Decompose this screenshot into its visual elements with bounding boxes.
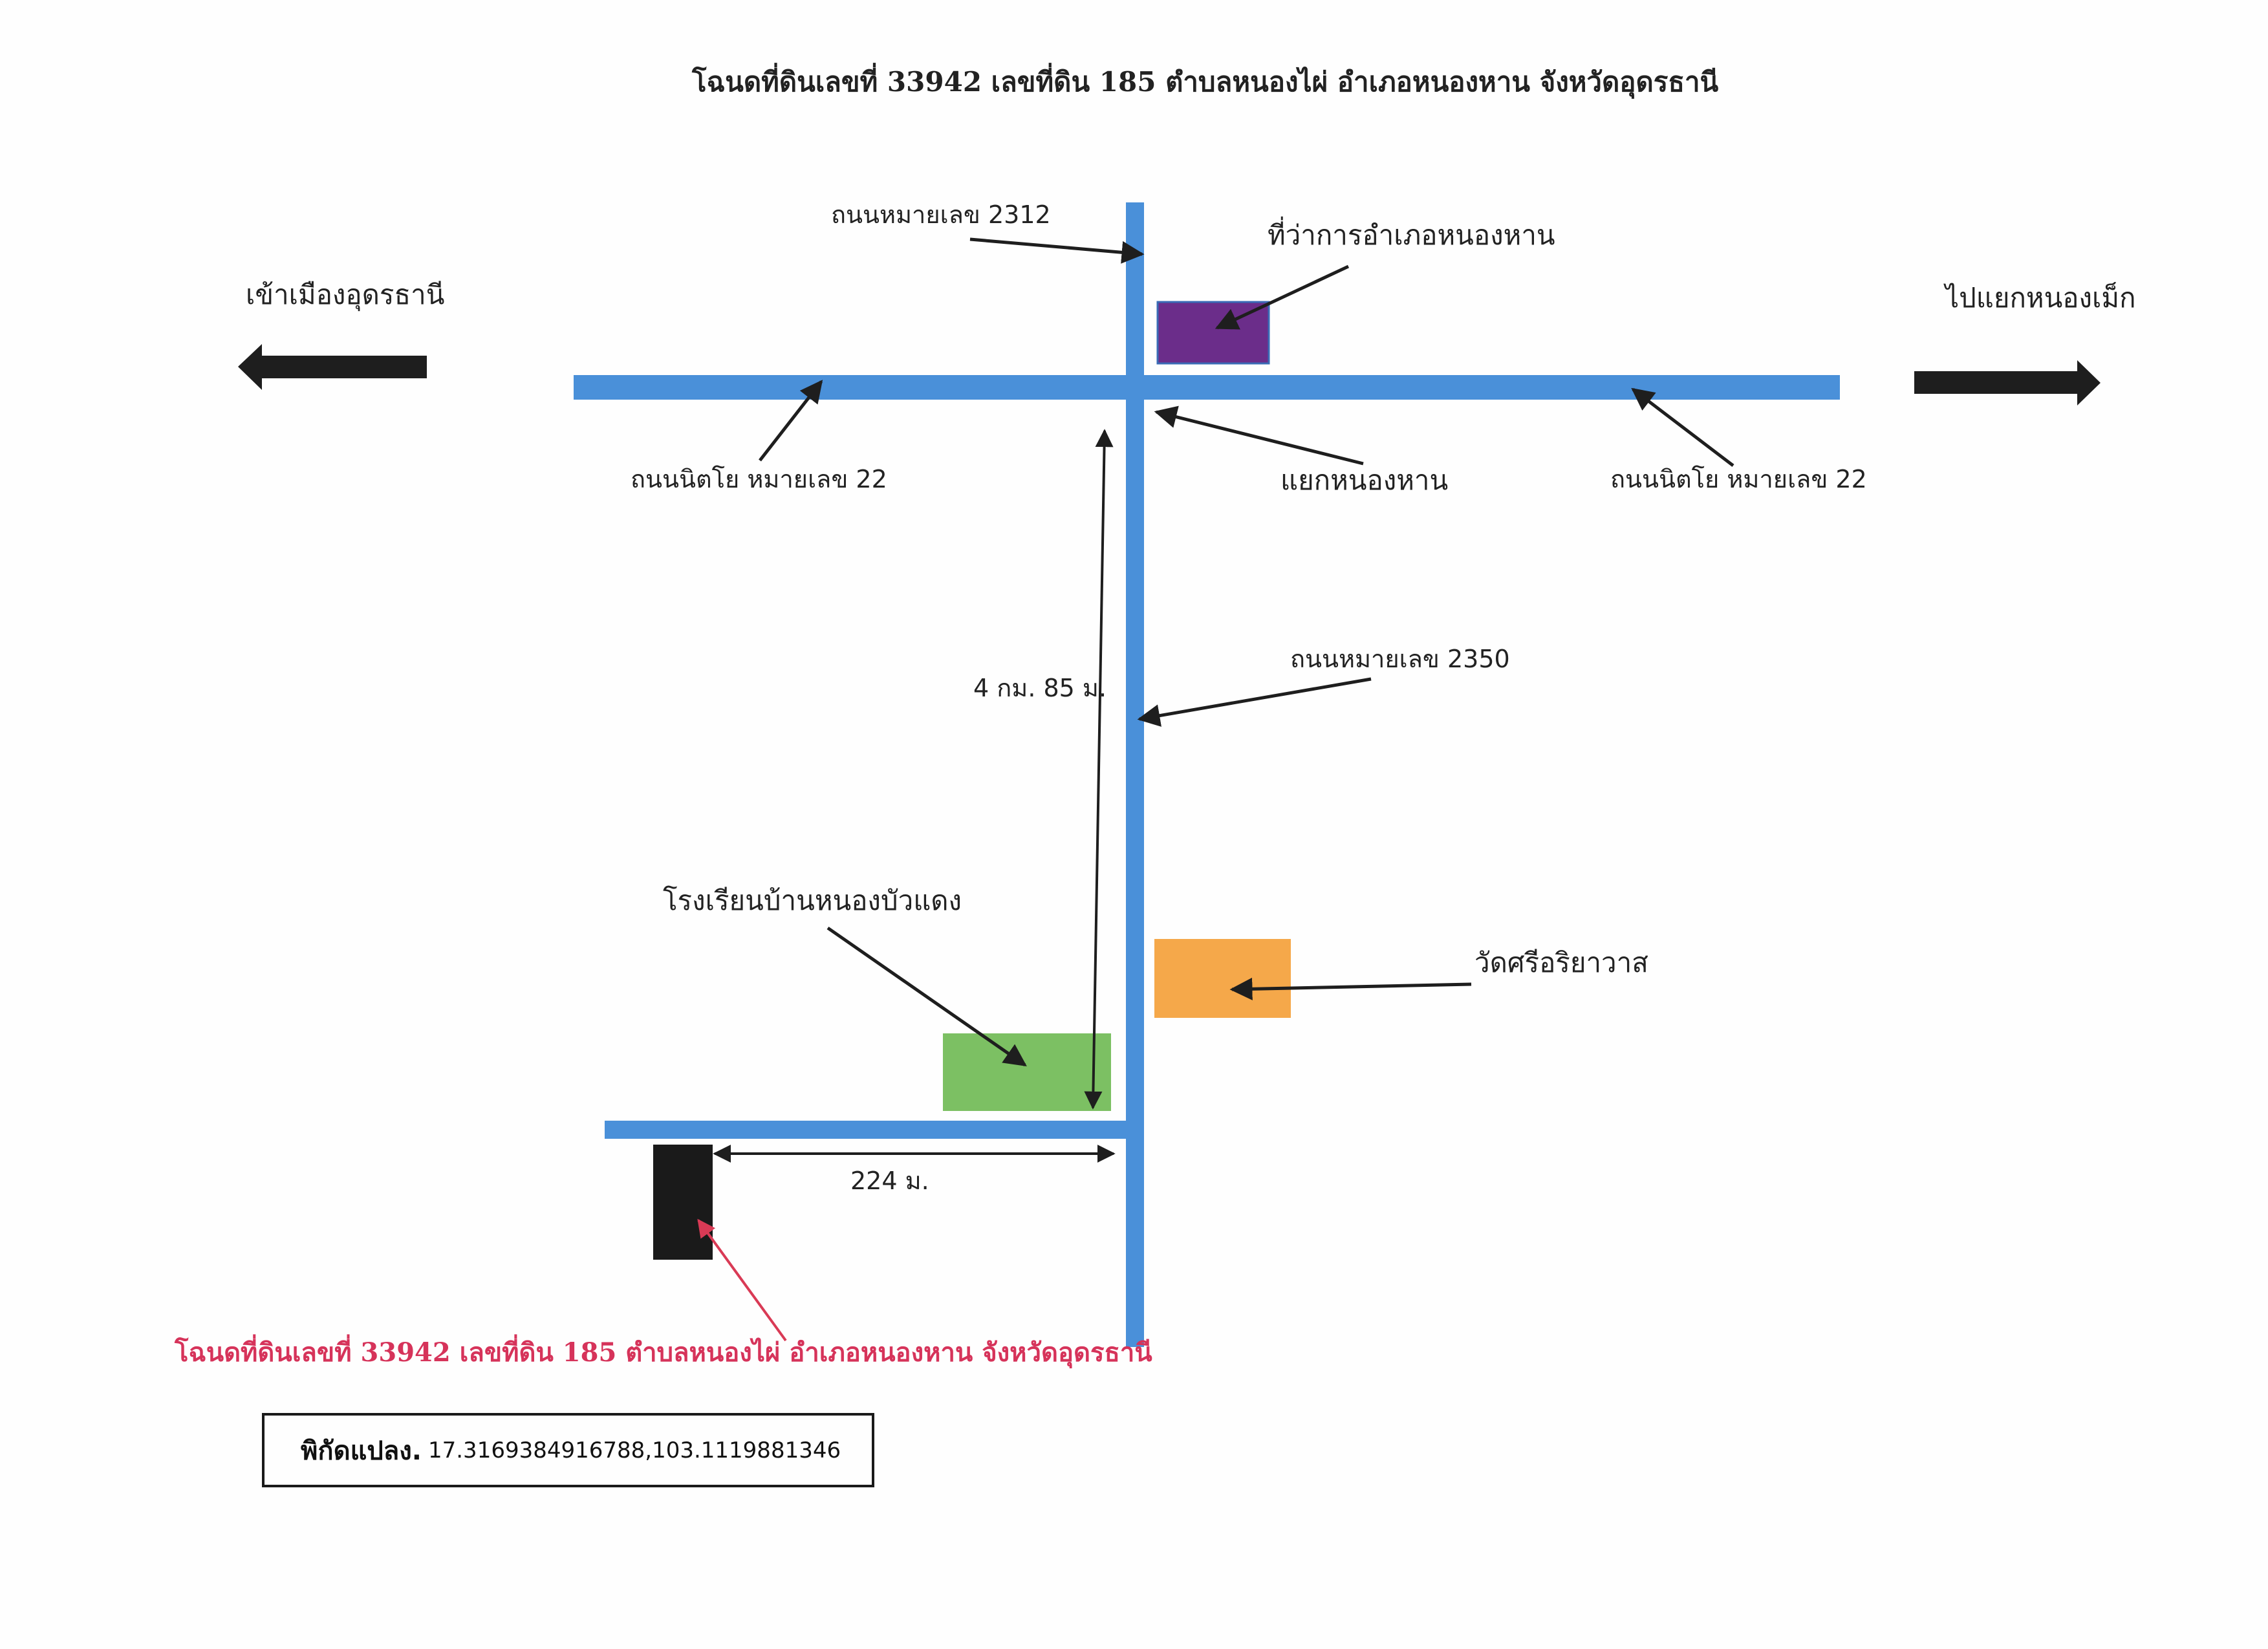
- road-2350-label: ถนนหมายเลข 2350: [1290, 645, 1510, 673]
- vertical-distance-label: 4 กม. 85 ม.: [973, 674, 1107, 702]
- direction-right-label: ไปแยกหนองเม็ก: [1945, 282, 2136, 314]
- road-2312-pointer-icon: [969, 237, 1145, 264]
- side-road: [605, 1121, 1132, 1139]
- temple-label: วัดศรีอริยาวาส: [1474, 947, 1648, 978]
- coordinates-box: พิกัดแปลง. 17.3169384916788,103.11198813…: [262, 1413, 874, 1487]
- road-22: [574, 375, 1840, 400]
- road-2350-pointer-icon: [1137, 677, 1372, 727]
- plot-pointer-icon: [697, 1218, 787, 1342]
- left-direction-arrow-icon: [238, 344, 427, 390]
- coordinates-value: 17.3169384916788,103.1119881346: [427, 1437, 841, 1463]
- junction-pointer-icon: [1154, 405, 1364, 466]
- coordinates-label: พิกัดแปลง.: [301, 1436, 422, 1466]
- road-2312-2350: [1126, 202, 1144, 1347]
- temple-block: [1154, 939, 1291, 1018]
- horizontal-distance-label: 224 ม.: [850, 1167, 929, 1195]
- district-office-label: ที่ว่าการอำเภอหนองหาน: [1268, 219, 1555, 251]
- school-block: [943, 1033, 1111, 1111]
- road-2312-label: ถนนหมายเลข 2312: [831, 200, 1051, 229]
- page-title: โฉนดที่ดินเลขที่ 33942 เลขที่ดิน 185 ตำบ…: [692, 66, 1719, 98]
- vertical-distance-arrow-icon: [1084, 429, 1114, 1110]
- road-22-right-pointer-icon: [1631, 387, 1734, 467]
- plot-block: [653, 1145, 713, 1260]
- right-direction-arrow-icon: [1914, 360, 2101, 405]
- road-22-right-label: ถนนนิตโย หมายเลข 22: [1610, 465, 1867, 493]
- school-label: โรงเรียนบ้านหนองบัวแดง: [663, 885, 962, 916]
- plot-caption: โฉนดที่ดินเลขที่ 33942 เลขที่ดิน 185 ตำบ…: [175, 1337, 1152, 1368]
- district-office-pointer-icon: [1215, 264, 1350, 330]
- road-22-left-pointer-icon: [759, 380, 823, 462]
- direction-left-label: เข้าเมืองอุดรธานี: [246, 279, 445, 310]
- temple-pointer-icon: [1229, 977, 1472, 1000]
- junction-label: แยกหนองหาน: [1280, 464, 1449, 496]
- road-22-left-label: ถนนนิตโย หมายเลข 22: [631, 465, 887, 493]
- school-pointer-icon: [826, 926, 1027, 1067]
